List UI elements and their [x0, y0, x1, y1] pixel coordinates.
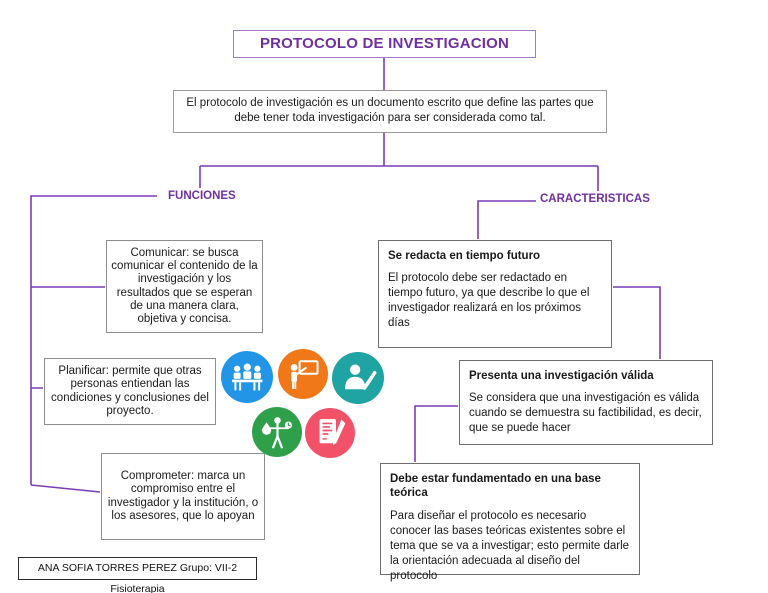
caracteristica-investigacion-valida-title: Presenta una investigación válida [469, 370, 654, 382]
connector-desc-split [199, 133, 599, 191]
caracteristica-box-investigacion-valida: Presenta una investigación válida Se con… [459, 360, 713, 445]
caracteristica-tiempo-futuro-body: El protocolo debe ser redactado en tiemp… [388, 272, 590, 330]
meeting-icon [221, 351, 273, 403]
description-box: El protocolo de investigación es un docu… [173, 90, 607, 133]
funcion-box-comunicar: Comunicar: se busca comunicar el conteni… [106, 240, 263, 333]
author-attribution: ANA SOFIA TORRES PEREZ Grupo: VII-2 Fisi… [18, 557, 257, 593]
connector-valida-to-fundamento [414, 405, 458, 462]
document-pencil-icon [305, 408, 355, 458]
person-check-icon [332, 352, 384, 404]
funcion-comprometer-text: Comprometer: marca un compromiso entre e… [107, 469, 259, 522]
caracteristica-base-teorica-title: Debe estar fundamentado en una base teór… [390, 473, 601, 500]
connector-futuro-to-valida [613, 286, 661, 359]
caracteristica-investigacion-valida-body: Se considera que una investigación es vá… [469, 392, 702, 435]
caracteristica-tiempo-futuro-title: Se redacta en tiempo futuro [388, 250, 541, 262]
presentation-icon [278, 349, 328, 399]
funcion-box-planificar: Planificar: permite que otras personas e… [44, 358, 216, 425]
caracteristica-box-base-teorica: Debe estar fundamentado en una base teór… [380, 463, 640, 582]
page-title: PROTOCOLO DE INVESTIGACION [233, 30, 536, 58]
funcion-box-comprometer: Comprometer: marca un compromiso entre e… [101, 453, 265, 540]
caracteristica-base-teorica-body: Para diseñar el protocolo es necesario c… [390, 509, 630, 582]
funcion-comunicar-text: Comunicar: se busca comunicar el conteni… [111, 246, 258, 326]
funcion-planificar-text: Planificar: permite que otras personas e… [51, 364, 209, 417]
branch-label-caracteristicas: CARACTERISTICAS [540, 193, 650, 205]
connector-caracteristicas-bracket [477, 200, 536, 239]
caracteristica-box-tiempo-futuro: Se redacta en tiempo futuro El protocolo… [378, 240, 612, 348]
balance-money-time-icon [252, 407, 302, 457]
branch-label-funciones: FUNCIONES [168, 190, 236, 202]
